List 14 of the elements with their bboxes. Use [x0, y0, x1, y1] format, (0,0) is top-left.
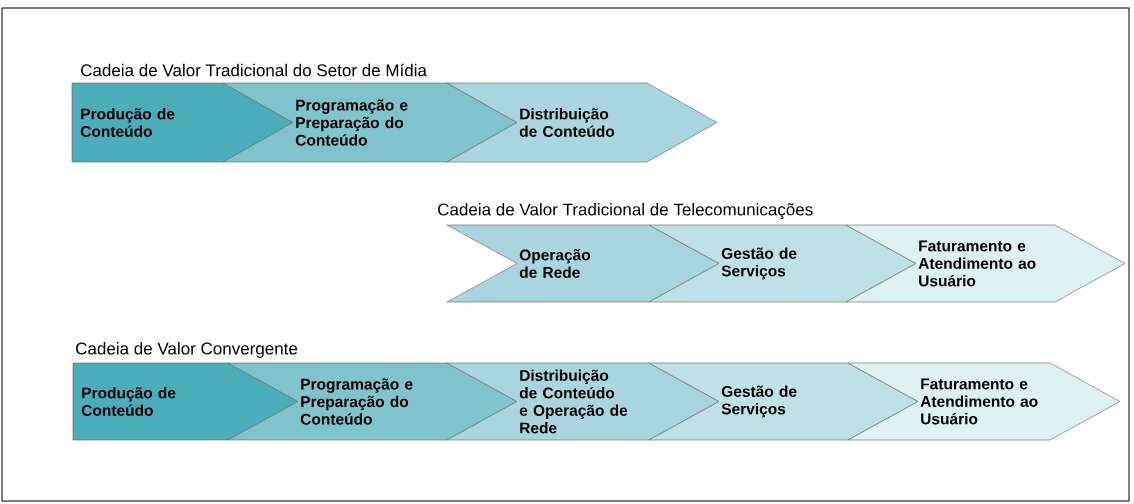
process-step: Distribuição de Conteúdo e Operação de Rede	[446, 362, 720, 441]
chain-title: Cadeia de Valor Tradicional de Telecomunicações	[438, 203, 813, 219]
process-step: Gestão de Serviços	[648, 362, 919, 441]
process-step: Programação e Preparação do Conteúdo	[227, 362, 518, 441]
process-step: Produção de Conteúdo	[72, 362, 299, 441]
process-step: Produção de Conteúdo	[71, 82, 294, 163]
process-step: Operação de Rede	[446, 224, 720, 303]
chain-title: Cadeia de Valor Tradicional do Setor de Mídia	[81, 63, 427, 77]
process-step: Gestão de Serviços	[648, 224, 917, 303]
chain-title: Cadeia de Valor Convergente	[76, 342, 298, 358]
process-step: Programação e Preparação do Conteúdo	[222, 82, 518, 163]
process-step: Faturamento e Atendimento ao Usuário	[847, 362, 1121, 441]
process-step: Distribuição de Conteúdo	[446, 82, 718, 163]
process-step: Faturamento e Atendimento ao Usuário	[845, 224, 1126, 303]
